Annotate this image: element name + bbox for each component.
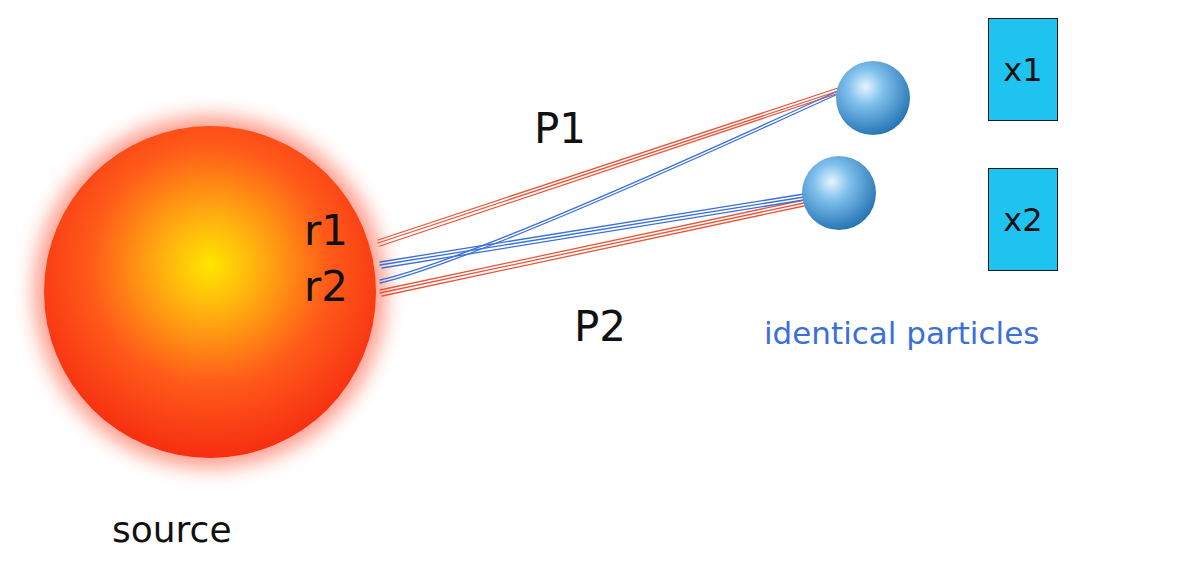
blue-path <box>380 194 804 268</box>
point-label: r2 <box>304 266 348 308</box>
detector-label: x2 <box>1003 204 1042 236</box>
detector-label: x1 <box>1003 54 1042 86</box>
caption-label: identical particles <box>764 318 1039 349</box>
particle-paths <box>378 88 840 296</box>
source-sphere <box>44 126 376 458</box>
blue-path <box>380 90 840 283</box>
source-label: source <box>112 512 232 548</box>
detector-box: x1 <box>988 18 1058 121</box>
point-label: r1 <box>304 210 348 252</box>
particle <box>836 61 910 135</box>
path-label: P1 <box>534 108 586 150</box>
red-path <box>378 88 838 246</box>
source-glow <box>34 116 386 468</box>
path-label: P2 <box>574 306 626 348</box>
red-path <box>380 200 804 296</box>
particle <box>802 156 876 230</box>
detector-box: x2 <box>988 168 1058 271</box>
